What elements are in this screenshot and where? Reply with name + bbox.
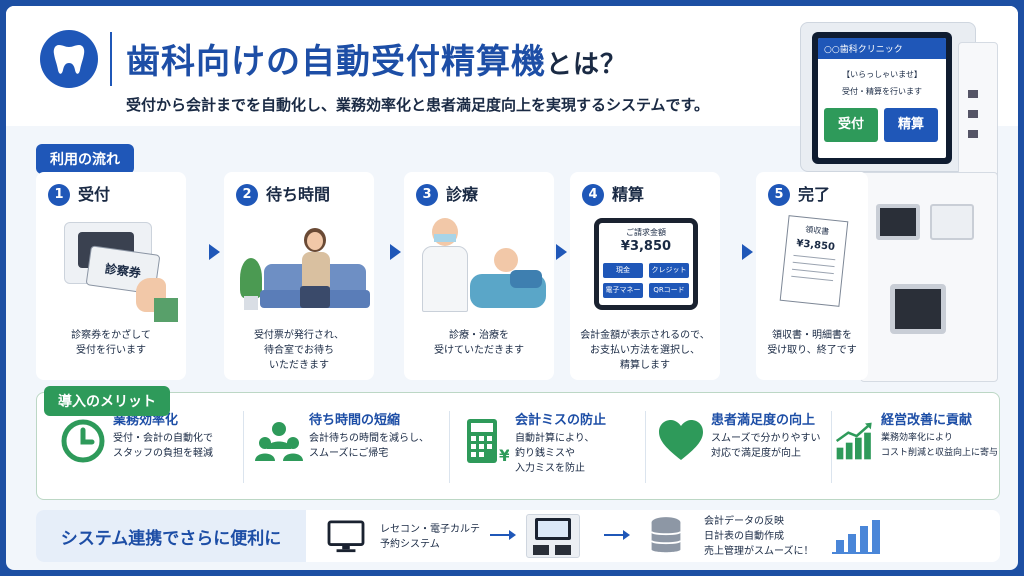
step-description: 受付票が発行され、 待合室でお待ち いただきます [253,330,345,371]
calculator-icon: ¥ [467,419,509,465]
arrow-right-icon [604,530,630,540]
step-label: 診療 [446,185,479,204]
kiosk-screen: ○○歯科クリニック 【いらっしゃいませ】 受付・精算を行います 受付 精算 [812,32,952,164]
merit-title: 患者満足度の向上 [711,413,816,428]
step-description: 領収書・明細書を 受け取り、終了です [767,330,857,356]
monitor-icon [327,520,365,553]
flow-arrow-icon [742,244,753,260]
cash-tray [890,284,946,334]
flow-arrow-icon [556,244,567,260]
kiosk-clinic-name: ○○歯科クリニック [818,38,946,59]
page-subtitle: 受付から会計までを自動化し、業務効率化と患者満足度向上を実現するシステムです。 [126,96,710,114]
header-divider [110,32,112,86]
growth-chart-icon [835,422,872,460]
merit-waiting: 待ち時間の短縮 会計待ちの時間を減らし、 スムーズにご帰宅 [255,409,445,489]
system-heading-area: システム連携でさらに便利に [36,510,306,562]
people-icon [255,422,303,461]
system-heading: システム連携でさらに便利に [60,529,282,549]
mini-kiosk-illustration [526,514,580,558]
receipt-printer [930,204,974,240]
tooth-logo-icon [40,30,98,88]
qr-option[interactable]: QRコード [649,283,689,298]
receipt-illustration: 領収書 ¥3,850 [764,214,860,322]
merits-panel: 業務効率化 受付・会計の自動化で スタッフの負担を軽減 待ち時間の短縮 会計待ち… [36,392,1000,500]
cash-option[interactable]: 現金 [603,263,643,278]
step-description: 診察券をかざして 受付を行います [71,330,151,356]
payment-screen-illustration: ご請求金額 ¥3,850 現金 クレジット 電子マネー QRコード [578,214,712,322]
step-description: 診療・治療を 受けていただきます [434,330,524,356]
waiting-room-illustration [232,214,370,322]
kiosk-reception-button[interactable]: 受付 [824,108,878,142]
system-left-text: レセコン・電子カルテ 予約システム [380,524,480,550]
merit-divider [831,411,832,483]
heart-icon [659,420,703,460]
step-label: 待ち時間 [266,185,331,204]
merit-management: 経営改善に貢献 業務効率化により コスト削減と収益向上に寄与 [835,409,999,489]
step-label: 完了 [798,185,831,204]
step-label: 受付 [78,185,111,204]
merit-satisfaction: 患者満足度の向上 スムーズで分かりやすい 対応で満足度が向上 [657,409,841,489]
merit-divider [645,411,646,483]
merit-title: 業務効率化 [113,413,179,428]
flow-step-complete: 5 完了 領収書 ¥3,850 領収書・明細書を 受け取り、終了です [756,172,868,380]
step-number: 3 [416,184,438,206]
flow-heading: 利用の流れ [36,144,134,174]
dental-treatment-illustration [412,214,546,322]
step-number: 4 [582,184,604,206]
page-title: 歯科向けの自動受付精算機とは？ [126,42,628,82]
infographic-card: 歯科向けの自動受付精算機とは？ 受付から会計までを自動化し、業務効率化と患者満足… [6,6,1018,570]
flow-step-treatment: 3 診療 診療・治療を 受けていただきます [404,172,554,380]
flow-arrow-icon [209,244,220,260]
credit-option[interactable]: クレジット [649,263,689,278]
step-number: 5 [768,184,790,206]
step-description: 会計金額が表示されるので、 お支払い方法を選択し、 精算します [580,330,710,371]
merit-divider [449,411,450,483]
merit-description: スムーズで分かりやすい 対応で満足度が向上 [711,433,821,459]
merit-title: 会計ミスの防止 [515,413,607,428]
arrow-right-icon [490,530,516,540]
bar-chart-icon [832,520,880,554]
clock-icon [61,419,105,463]
card-reader-illustration: 診察券 [44,214,178,322]
svg-text:¥: ¥ [499,446,509,465]
kiosk-prompt: 受付・精算を行います [842,87,922,96]
flow-step-reception: 1 受付 診察券 診察券をかざして 受付を行います [36,172,186,380]
step-number: 2 [236,184,258,206]
merit-description: 業務効率化により コスト削減と収益向上に寄与 [881,433,999,458]
merit-accuracy: ¥ 会計ミスの防止 自動計算により、 釣り銭ミスや 入力ミスを防止 [461,409,641,489]
step-number: 1 [48,184,70,206]
system-integration-panel: システム連携でさらに便利に レセコン・電子カルテ 予約システム 会計データの反映… [36,510,1000,562]
merit-title: 待ち時間の短縮 [309,413,401,428]
step-label: 精算 [612,185,645,204]
merit-description: 会計待ちの時間を減らし、 スムーズにご帰宅 [309,433,429,459]
kiosk-payment-button[interactable]: 精算 [884,108,938,142]
flow-arrow-icon [390,244,401,260]
system-right-text: 会計データの反映 日計表の自動作成 売上管理がスムーズに！ [704,516,814,557]
merit-description: 自動計算により、 釣り銭ミスや 入力ミスを防止 [515,433,595,474]
database-icon [650,517,682,553]
kiosk-machine: ○○歯科クリニック 【いらっしゃいませ】 受付・精算を行います 受付 精算 [800,22,1000,382]
card-slot [876,204,920,240]
merits-heading: 導入のメリット [44,386,170,416]
merit-divider [243,411,244,483]
merit-description: 受付・会計の自動化で スタッフの負担を軽減 [113,433,213,459]
kiosk-greeting: 【いらっしゃいませ】 [842,70,922,79]
emoney-option[interactable]: 電子マネー [603,283,643,298]
merit-title: 経営改善に貢献 [881,413,973,428]
flow-step-payment: 4 精算 ご請求金額 ¥3,850 現金 クレジット 電子マネー QRコード 会… [570,172,720,380]
flow-step-waiting: 2 待ち時間 受付票が発行され、 待合室でお待ち いただきます [224,172,374,380]
merit-efficiency: 業務効率化 受付・会計の自動化で スタッフの負担を軽減 [59,409,239,489]
